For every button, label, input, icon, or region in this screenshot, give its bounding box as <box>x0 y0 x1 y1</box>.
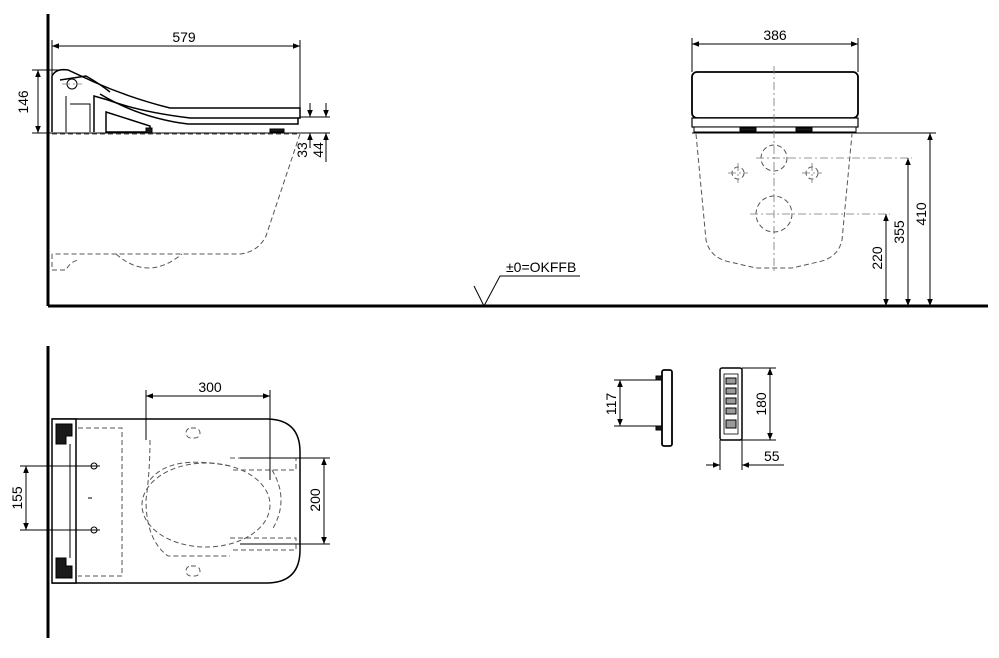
bowl-body-outline <box>52 133 301 255</box>
top-tank-outline <box>78 427 123 577</box>
remote-side-pin-top <box>655 375 663 381</box>
front-buffer-right <box>795 127 813 132</box>
floor-reference-label: ±0=OKFFB <box>506 259 576 275</box>
top-hinge-block <box>51 418 77 584</box>
front-bowl-outline <box>695 133 853 269</box>
remote-button-5 <box>725 419 737 429</box>
top-flange-upper <box>230 457 297 471</box>
dim-355-label: 355 <box>891 220 907 244</box>
front-view: 386 220 355 410 <box>691 27 936 306</box>
front-seat-base <box>693 126 857 133</box>
seat-buffer <box>145 127 153 134</box>
dim-200-label: 200 <box>307 488 323 512</box>
side-view: 579 146 33 44 <box>15 14 988 308</box>
top-slot-upper <box>185 427 201 439</box>
front-buffer-left <box>739 127 757 132</box>
front-seat-band <box>691 117 859 128</box>
remote-side-body <box>661 369 673 447</box>
dim-146-label: 146 <box>15 90 31 114</box>
dim-44-label: 44 <box>310 142 326 158</box>
dim-155-label: 155 <box>9 486 25 510</box>
top-hinge-upper <box>55 423 73 445</box>
seat-foot <box>269 128 285 133</box>
remote-control-views: 117 180 55 <box>603 367 784 470</box>
top-front-curve <box>271 469 282 531</box>
dim-55-label: 55 <box>764 448 780 464</box>
seat-top-curve <box>59 75 111 93</box>
remote-button-3 <box>725 397 737 405</box>
remote-side-pin-bottom <box>655 425 663 431</box>
bowl-drain-arc <box>115 253 183 269</box>
top-hinge-lower <box>55 557 73 579</box>
floor-reference: ±0=OKFFB <box>473 259 580 308</box>
dim-33-label: 33 <box>294 142 310 158</box>
top-view: 300 155 200 <box>9 346 330 638</box>
seat-hinge-detail <box>65 96 91 132</box>
remote-button-2 <box>725 387 737 395</box>
floor-reference-leader <box>473 275 580 308</box>
remote-button-4 <box>725 407 737 415</box>
dim-579-label: 579 <box>172 29 196 45</box>
dim-220-label: 220 <box>869 246 885 270</box>
seat-base-block <box>105 110 151 133</box>
dim-180-label: 180 <box>753 392 769 416</box>
top-bowl-opening <box>141 462 271 548</box>
top-outline <box>52 418 301 584</box>
top-bowl-left <box>145 439 230 557</box>
dim-386-label: 386 <box>763 27 787 43</box>
dim-117-label: 117 <box>603 393 619 416</box>
top-slot-lower <box>185 565 201 577</box>
bowl-bracket <box>51 254 79 271</box>
dim-410-label: 410 <box>913 202 929 226</box>
seat-lower-edge <box>99 93 299 125</box>
dim-300-label: 300 <box>198 379 222 395</box>
front-lid <box>691 71 859 119</box>
top-bowl-upper <box>149 461 231 481</box>
remote-button-1 <box>725 377 737 385</box>
